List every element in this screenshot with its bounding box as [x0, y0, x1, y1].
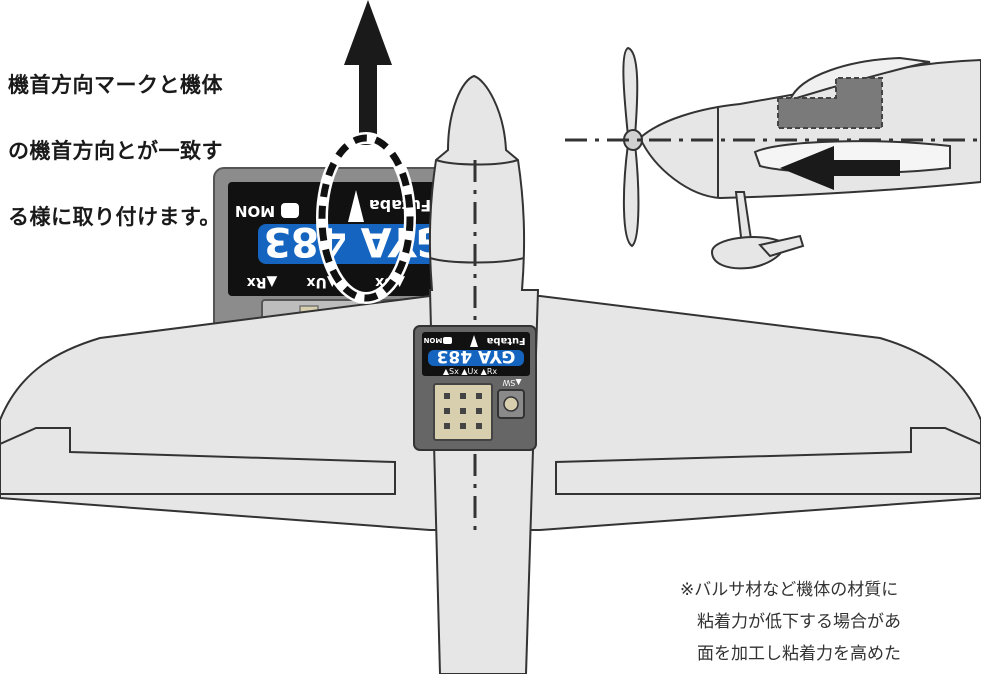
gyro-small-nose-mark [470, 335, 478, 347]
gyro-large-port-rx: ▲Rx [247, 274, 278, 290]
side-direction-arrow [780, 146, 900, 190]
gyro-small-sw-button [503, 396, 519, 412]
gyro-small: GYA 483 MON Futaba ▲Sx ▲Ux ▲Rx ▲SW [413, 325, 537, 451]
gyro-small-mon-led [443, 337, 452, 344]
forward-arrow [344, 0, 392, 145]
gyro-large-nose-mark [348, 190, 364, 222]
airplane-side-view [622, 46, 981, 270]
note-line: ※バルサ材など機体の材質に [680, 580, 899, 600]
instruction-line: の機首方向とが一致す [8, 139, 223, 163]
gyro-large-model: GYA 483 [263, 218, 448, 264]
gyro-large-brand: Futaba [369, 196, 431, 215]
instruction-line: 機首方向マークと機体 [8, 73, 223, 97]
gyro-large-port-ux: ▲Ux [306, 274, 337, 290]
mounting-instruction: 機首方向マークと機体 の機首方向とが一致す る様に取り付けます。 [8, 36, 308, 267]
gyro-small-mon-label: MON [423, 336, 442, 344]
gyro-large-mon-label: MON [235, 202, 275, 220]
instruction-line: る様に取り付けます。 [8, 205, 221, 229]
gyro-small-model: GYA 483 [437, 346, 516, 366]
gyro-small-brand: Futaba [487, 335, 526, 346]
note-line: 粘着力が低下する場合があ [697, 612, 901, 632]
material-note: ※バルサ材など機体の材質に 粘着力が低下する場合があ 面を加工し粘着力を高めた [680, 574, 981, 670]
gyro-large-mon-led [281, 203, 299, 218]
gyro-small-sw-label: ▲SW [502, 378, 521, 387]
note-line: 面を加工し粘着力を高めた [697, 644, 901, 664]
gyro-small-port-labels: ▲Sx ▲Ux ▲Rx [443, 367, 498, 376]
